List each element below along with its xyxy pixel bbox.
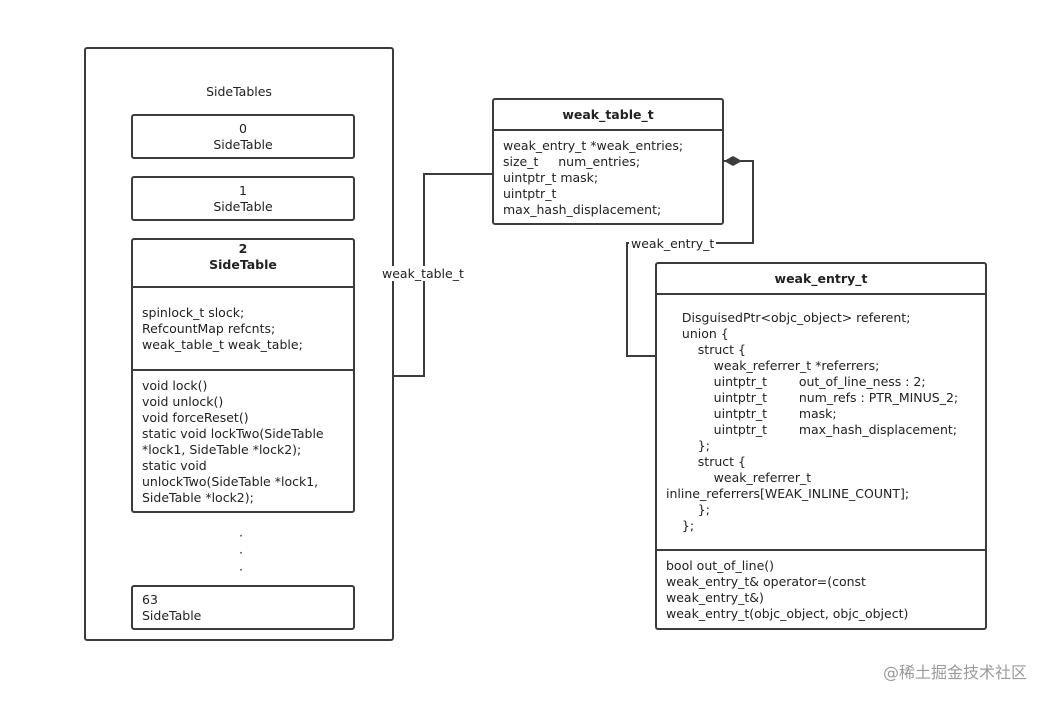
sidetable-name: SideTable (213, 199, 273, 214)
ellipsis-dot: · (239, 562, 243, 577)
sidetable-63: 63 SideTable (131, 585, 355, 630)
class-name: SideTable (209, 257, 277, 272)
watermark: @稀土掘金技术社区 (882, 663, 1027, 682)
class-index: 2 (238, 241, 248, 256)
class-field: weak_referrer_t (666, 470, 812, 485)
class-field: size_t num_entries; (503, 154, 641, 169)
class-method: bool out_of_line() (666, 558, 775, 573)
sidetables-title: SideTables (206, 84, 272, 99)
class-method: void unlock() (142, 394, 224, 409)
class-method: void lock() (142, 378, 208, 393)
class-divider (494, 129, 722, 131)
class-divider (133, 286, 353, 288)
class-field: inline_referrers[WEAK_INLINE_COUNT]; (666, 486, 910, 501)
class-field: RefcountMap refcnts; (142, 321, 276, 336)
class-method: weak_entry_t(objc_object, objc_object) (666, 606, 909, 621)
class-title: weak_entry_t (774, 271, 868, 286)
class-field: }; (666, 438, 710, 453)
class-divider (657, 293, 985, 295)
class-field: uintptr_t out_of_line_ness : 2; (666, 374, 926, 389)
sidetable-index: 1 (239, 183, 247, 198)
class-field: union { (666, 326, 729, 341)
class-field: uintptr_t max_hash_displacement; (666, 422, 958, 437)
weak-table-class: weak_table_t weak_entry_t *weak_entries;… (492, 98, 724, 225)
class-method: void forceReset() (142, 410, 249, 425)
ellipsis-dot: · (239, 545, 243, 560)
class-method: static void lockTwo(SideTable (142, 426, 324, 441)
connector-label-weak-entry: weak_entry_t (629, 236, 717, 251)
connector-label-weak-table: weak_table_t (380, 266, 466, 281)
class-field: }; (666, 502, 710, 517)
sidetable-index: 0 (239, 121, 247, 136)
sidetable-name: SideTable (142, 608, 202, 623)
class-field: spinlock_t slock; (142, 305, 245, 320)
class-field: struct { (666, 342, 746, 357)
ellipsis-dot: · (239, 528, 243, 543)
class-field: uintptr_t mask; (666, 406, 837, 421)
class-field: DisguisedPtr<objc_object> referent; (666, 310, 911, 325)
weak-entry-class: weak_entry_t DisguisedPtr<objc_object> r… (655, 262, 987, 630)
class-field: uintptr_t num_refs : PTR_MINUS_2; (666, 390, 959, 405)
class-field: }; (666, 518, 695, 533)
sidetable-name: SideTable (213, 137, 273, 152)
class-method: weak_entry_t&) (666, 590, 764, 605)
class-divider (133, 369, 353, 371)
sidetable-0: 0 SideTable (131, 114, 355, 159)
class-field: weak_entry_t *weak_entries; (503, 138, 684, 153)
class-field: struct { (666, 454, 746, 469)
class-field: max_hash_displacement; (503, 202, 662, 217)
class-field: uintptr_t mask; (503, 170, 599, 185)
aggregation-diamond-weak-table (724, 156, 742, 166)
sidetable-1: 1 SideTable (131, 176, 355, 221)
class-title: weak_table_t (562, 107, 654, 122)
class-divider (657, 549, 985, 551)
class-method: unlockTwo(SideTable *lock1, (142, 474, 319, 489)
class-method: weak_entry_t& operator=(const (666, 574, 866, 589)
class-field: uintptr_t (503, 186, 557, 201)
sidetable-index: 63 (142, 592, 158, 607)
class-method: *lock1, SideTable *lock2); (142, 442, 302, 457)
class-field: weak_referrer_t *referrers; (666, 358, 880, 373)
class-field: weak_table_t weak_table; (142, 337, 303, 352)
class-method: static void (142, 458, 207, 473)
sidetable-2-class: 2 SideTable spinlock_t slock; RefcountMa… (131, 238, 355, 513)
class-method: SideTable *lock2); (142, 490, 254, 505)
